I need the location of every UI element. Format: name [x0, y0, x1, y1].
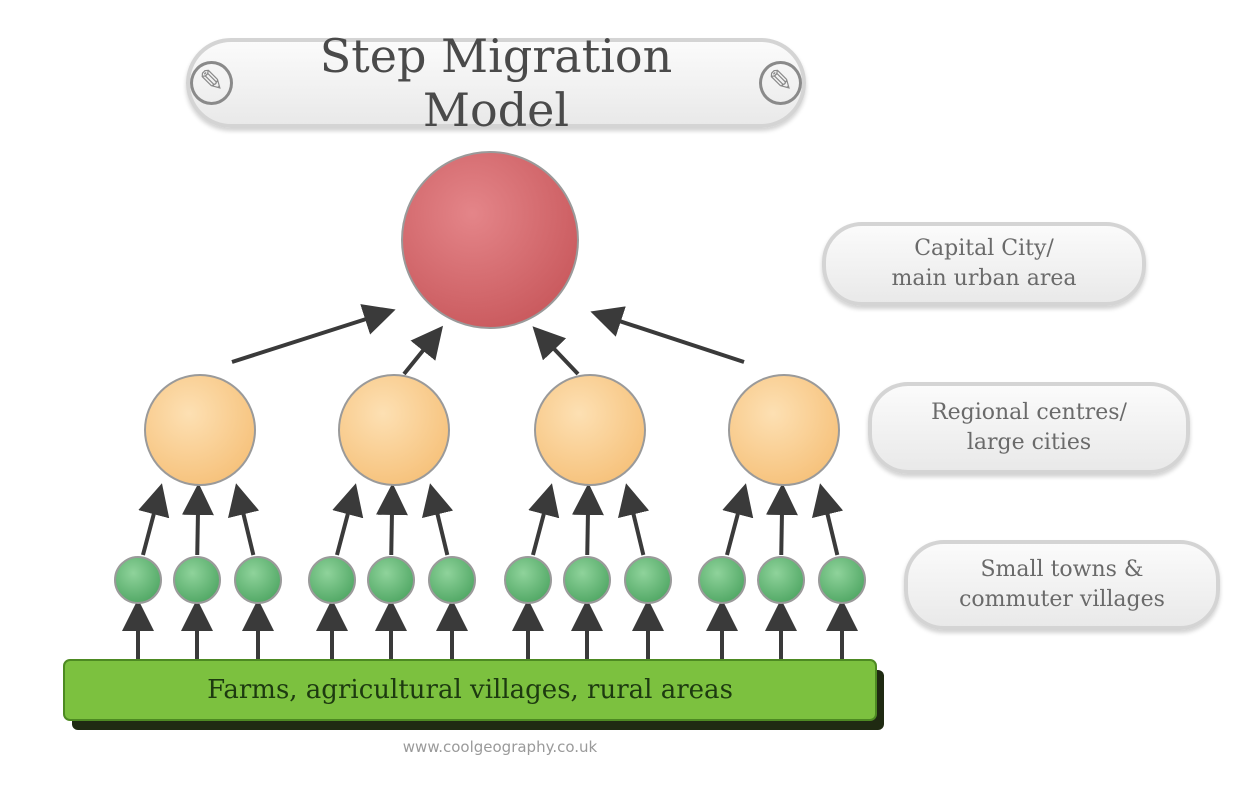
arrow-to-regional: [617, 483, 650, 556]
arrow-to-regional: [181, 483, 214, 556]
title-banner: ✎ Step Migration Model ✎: [186, 29, 806, 137]
small-town-circle: [428, 556, 476, 604]
arrow-to-regional: [138, 483, 170, 556]
diagram-title: Step Migration Model: [319, 29, 673, 137]
regional-centres-label: Regional centres/ large cities: [868, 382, 1190, 474]
arrow-to-regional: [722, 483, 754, 556]
arrow-to-capital: [402, 325, 444, 376]
small-town-circle: [624, 556, 672, 604]
regional-centre-circle: [338, 374, 450, 486]
arrow-to-regional: [765, 483, 798, 556]
regional-centre-circle: [534, 374, 646, 486]
capital-city-label: Capital City/ main urban area: [822, 222, 1146, 306]
arrow-to-capital: [532, 326, 580, 376]
arrow-to-capital: [590, 306, 745, 364]
small-town-circle: [173, 556, 221, 604]
small-town-circle: [818, 556, 866, 604]
pencil-icon: ✎: [759, 61, 803, 105]
small-town-circle: [234, 556, 282, 604]
small-town-circle: [757, 556, 805, 604]
small-town-circle: [308, 556, 356, 604]
arrow-to-regional: [332, 483, 364, 556]
arrow-to-capital: [231, 304, 396, 364]
capital-city-circle: [401, 151, 579, 329]
small-town-circle: [504, 556, 552, 604]
small-town-circle: [114, 556, 162, 604]
small-towns-label: Small towns & commuter villages: [904, 540, 1220, 630]
small-town-circle: [698, 556, 746, 604]
pencil-icon: ✎: [190, 61, 233, 105]
base-bar: [63, 659, 877, 721]
small-town-circle: [563, 556, 611, 604]
small-town-circle: [367, 556, 415, 604]
arrow-to-regional: [227, 483, 260, 556]
arrow-to-regional: [528, 483, 560, 556]
arrow-to-regional: [421, 483, 454, 556]
regional-centre-circle: [728, 374, 840, 486]
base-label: Farms, agricultural villages, rural area…: [207, 675, 733, 705]
source-credit: www.coolgeography.co.uk: [402, 738, 598, 756]
regional-centre-circle: [144, 374, 256, 486]
arrow-to-regional: [375, 483, 408, 556]
arrow-to-regional: [811, 483, 844, 556]
arrow-to-regional: [571, 483, 604, 556]
